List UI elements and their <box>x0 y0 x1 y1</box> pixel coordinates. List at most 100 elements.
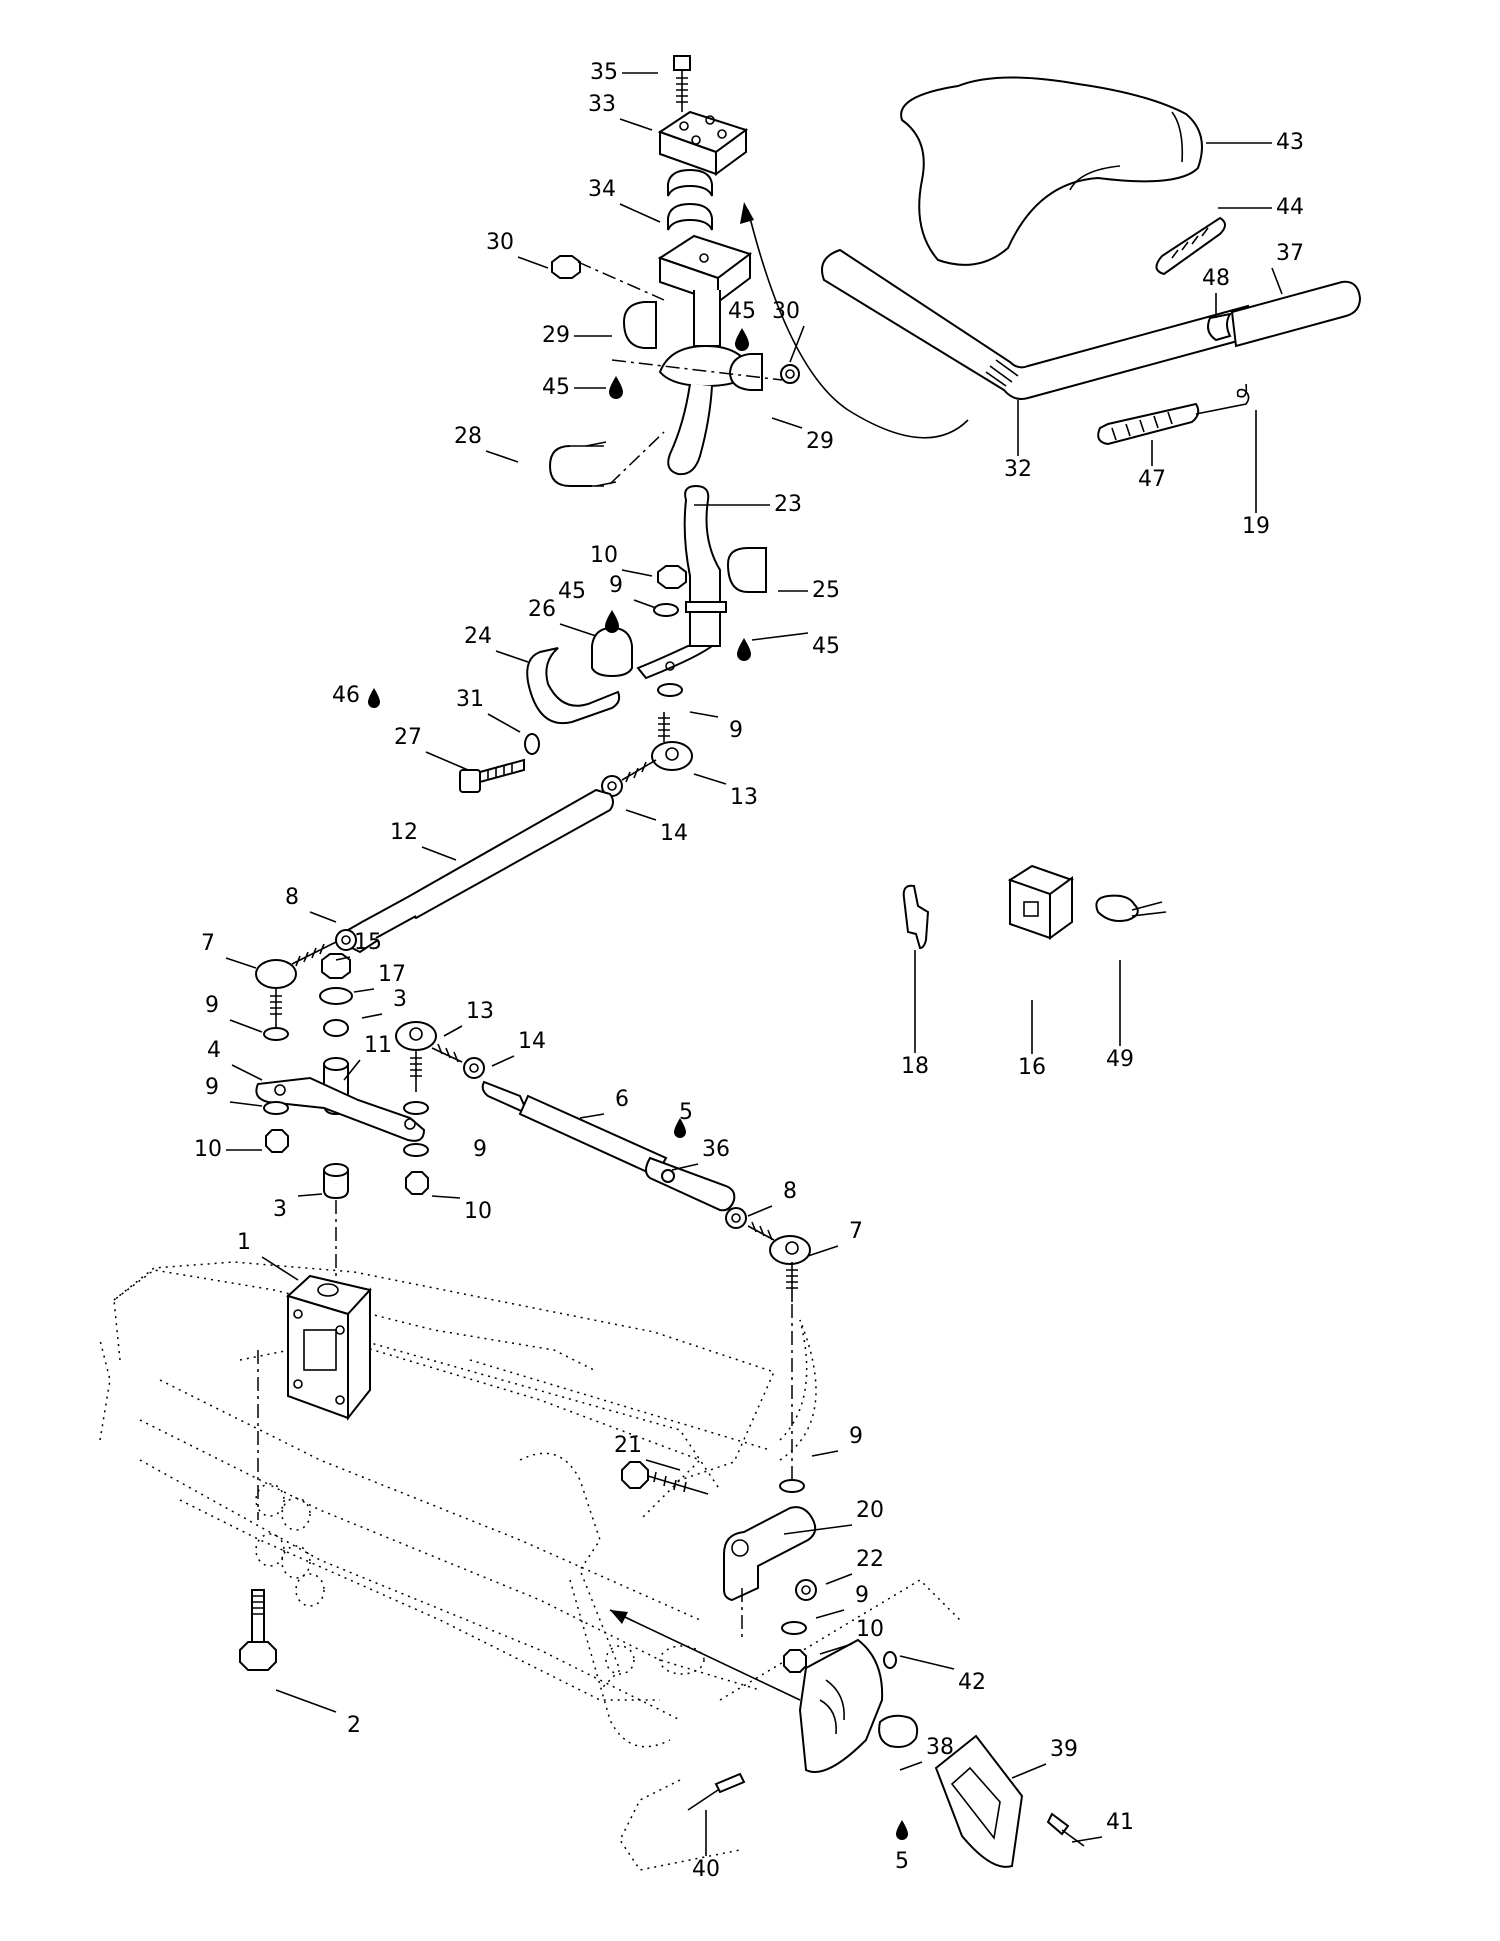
callout-line-c41 <box>1071 1836 1103 1843</box>
callout-label-c33: 33 <box>588 92 616 117</box>
callout-label-c8b: 8 <box>783 1179 797 1204</box>
callout-line-c10d <box>819 1643 853 1655</box>
callout-label-c3a: 3 <box>393 987 407 1012</box>
callout-line-c8b <box>747 1205 773 1217</box>
callout-line-c17 <box>353 988 375 993</box>
callout-line-c14b <box>491 1055 515 1067</box>
callout-line-c9a <box>633 599 657 609</box>
callout-label-c10c: 10 <box>464 1199 492 1224</box>
callout-line-c1 <box>261 1256 299 1281</box>
callout-line-c42 <box>899 1655 955 1670</box>
callout-label-c18: 18 <box>901 1054 929 1079</box>
callout-label-c31: 31 <box>456 687 484 712</box>
callout-line-c24 <box>495 650 529 663</box>
callout-label-c25: 25 <box>812 578 840 603</box>
callout-label-c9c: 9 <box>205 993 219 1018</box>
callout-label-c13a: 13 <box>730 785 758 810</box>
callout-label-c2: 2 <box>347 1713 361 1738</box>
callout-label-c10b: 10 <box>194 1137 222 1162</box>
callout-line-c6 <box>579 1113 605 1119</box>
callout-line-c34 <box>619 203 661 223</box>
callout-label-c28: 28 <box>454 424 482 449</box>
callout-label-c9g: 9 <box>855 1583 869 1608</box>
callout-line-c22 <box>825 1573 853 1585</box>
callout-line-c15 <box>335 956 351 961</box>
callout-label-c23: 23 <box>774 492 802 517</box>
callout-line-c7a <box>225 957 257 969</box>
frame-lower <box>99 1261 1085 1871</box>
callout-label-c13b: 13 <box>466 999 494 1024</box>
callout-line-c2 <box>275 1689 337 1713</box>
callout-label-c22: 22 <box>856 1547 884 1572</box>
callout-label-c29b: 29 <box>806 429 834 454</box>
callout-line-c29b <box>771 417 803 429</box>
callout-line-c13a <box>693 773 727 785</box>
callout-line-c28 <box>485 450 519 463</box>
callout-label-c38: 38 <box>926 1735 954 1760</box>
callout-line-c39 <box>1011 1763 1047 1779</box>
callout-label-c4: 4 <box>207 1038 221 1063</box>
callout-label-c9b: 9 <box>729 718 743 743</box>
callout-line-c9b <box>689 711 719 718</box>
callout-line-c45d <box>751 632 809 641</box>
callout-label-c5b: 5 <box>895 1849 909 1874</box>
callout-label-c45a: 45 <box>728 299 756 324</box>
tie-rod-lower <box>395 1021 811 1480</box>
callout-label-c12: 12 <box>390 820 418 845</box>
callout-label-c39: 39 <box>1050 1737 1078 1762</box>
steering-column-top <box>548 55 969 487</box>
callout-label-c45b: 45 <box>542 375 570 400</box>
callout-line-c3a <box>361 1013 383 1019</box>
callout-label-c49: 49 <box>1106 1047 1134 1072</box>
callout-label-c1: 1 <box>237 1230 251 1255</box>
callout-label-c7a: 7 <box>201 931 215 956</box>
callout-label-c21: 21 <box>614 1433 642 1458</box>
callout-line-c8a <box>309 911 337 923</box>
callout-line-c9f <box>811 1450 839 1457</box>
callout-label-c45d: 45 <box>812 634 840 659</box>
callout-label-c15: 15 <box>354 930 382 955</box>
callout-line-c14a <box>625 809 657 821</box>
callout-label-c6: 6 <box>615 1087 629 1112</box>
callout-label-c30a: 30 <box>486 230 514 255</box>
callout-label-c37: 37 <box>1276 241 1304 266</box>
callout-line-c9d <box>229 1101 263 1107</box>
callout-line-c11 <box>343 1059 361 1081</box>
callout-label-c10d: 10 <box>856 1617 884 1642</box>
callout-label-c16: 16 <box>1018 1055 1046 1080</box>
callout-line-c4 <box>231 1064 263 1081</box>
callout-line-c12 <box>421 846 457 861</box>
callout-label-c40: 40 <box>692 1857 720 1882</box>
callout-line-c26 <box>559 623 597 637</box>
callout-label-c8a: 8 <box>285 885 299 910</box>
callout-line-c33 <box>619 118 653 131</box>
callout-line-c9g <box>815 1609 845 1619</box>
callout-line-c37 <box>1271 267 1283 295</box>
electrical-parts <box>902 864 1167 950</box>
callout-label-c46: 46 <box>332 683 360 708</box>
tie-rod-upper <box>255 712 693 1030</box>
callout-label-c9e: 9 <box>473 1137 487 1162</box>
callout-label-c45c: 45 <box>558 579 586 604</box>
callout-label-c47: 47 <box>1138 467 1166 492</box>
callout-label-c9f: 9 <box>849 1424 863 1449</box>
callout-label-c11: 11 <box>364 1033 392 1058</box>
callout-label-c20: 20 <box>856 1498 884 1523</box>
callout-label-c42: 42 <box>958 1670 986 1695</box>
callout-line-c20 <box>783 1524 853 1535</box>
callout-label-c9a: 9 <box>609 573 623 598</box>
callout-label-c32: 32 <box>1004 457 1032 482</box>
callout-line-c13b <box>443 1025 463 1037</box>
callout-label-c19: 19 <box>1242 514 1270 539</box>
callout-line-c36 <box>671 1163 699 1171</box>
callout-label-c27: 27 <box>394 725 422 750</box>
callout-label-c36: 36 <box>702 1137 730 1162</box>
callout-line-c27 <box>425 751 469 771</box>
callout-line-c10a <box>621 569 653 577</box>
callout-label-c3b: 3 <box>273 1197 287 1222</box>
callout-label-c48: 48 <box>1202 266 1230 291</box>
steering-column-lower <box>368 484 767 793</box>
callout-line-c21 <box>645 1459 681 1471</box>
